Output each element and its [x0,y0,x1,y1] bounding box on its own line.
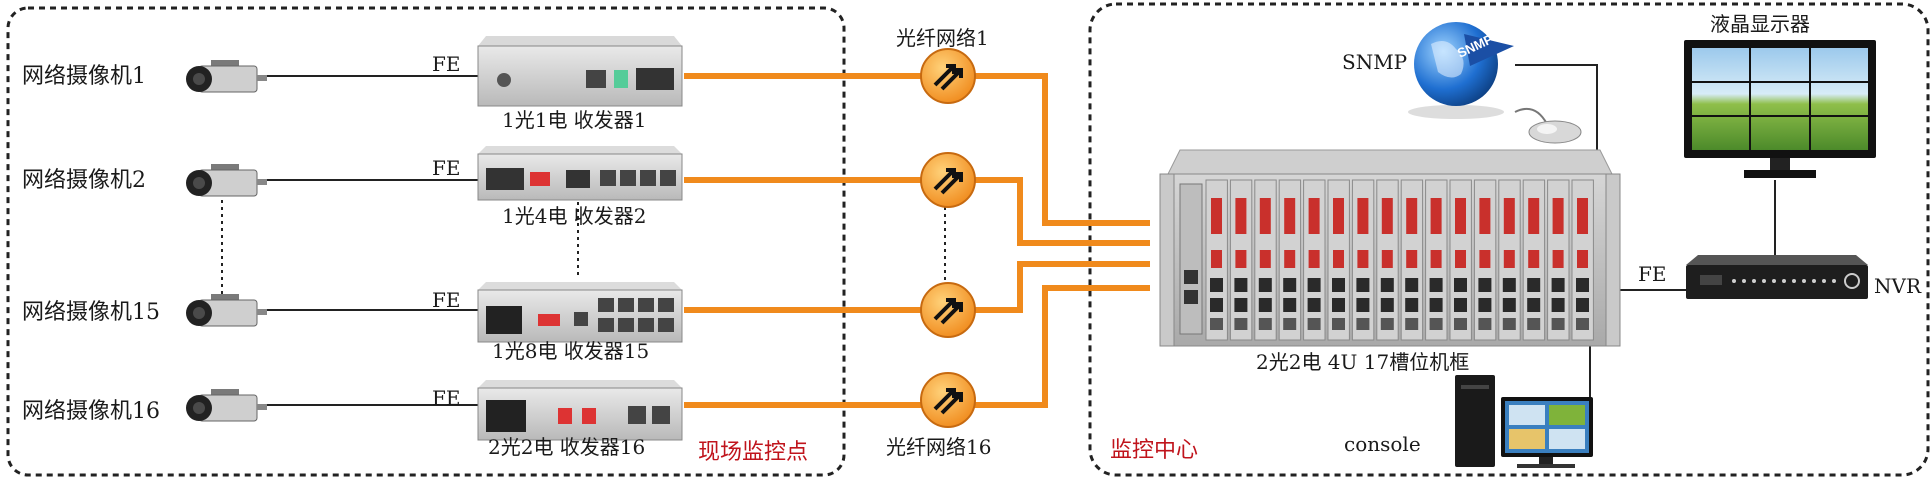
fiber-network-icon [920,48,976,104]
line-card-slot [1254,179,1277,341]
line-card-slot [1522,179,1546,341]
lcd-monitor-icon [1684,40,1876,178]
camera-icon [186,389,267,422]
fiber-network-top-label: 光纤网络1 [896,26,989,50]
fiber-link-15 [684,261,1150,313]
fiber-link-2 [684,177,1150,246]
rack-slots [1205,179,1594,341]
transceiver-2-device [477,146,683,201]
nvr-device [1686,255,1868,299]
fe-label: FE [432,288,461,312]
camera-label-16: 网络摄像机16 [22,399,160,424]
line-card-slot [1449,179,1472,341]
fiber-network-icon [920,282,976,338]
transceiver-16-device [477,380,683,441]
transceiver-label-1: 1光1电 收发器1 [502,108,647,132]
transceiver-1-device [477,36,683,107]
line-card-slot [1229,179,1253,341]
line-card-slot [1473,179,1497,341]
line-card-slot [1327,179,1350,341]
line-card-slot [1376,179,1399,341]
center-fe-label: FE [1638,262,1667,286]
line-card-slot [1205,179,1228,341]
center-zone-label: 监控中心 [1110,438,1199,463]
fe-label: FE [432,52,461,76]
camera-icon [186,294,267,327]
line-card-slot [1571,179,1594,341]
line-card-slot [1400,179,1424,341]
console-label: console [1344,432,1421,456]
lcd-label: 液晶显示器 [1710,12,1810,36]
fiber-links [684,73,1150,408]
fiber-network-icon [920,372,976,428]
transceiver-label-15: 1光8电 收发器15 [492,339,650,363]
center-zone-border [1088,2,1930,477]
snmp-label: SNMP [1342,50,1408,74]
nvr-label: NVR [1874,274,1922,298]
snmp-globe-icon: SNMP [1408,22,1514,119]
line-card-slot [1303,179,1326,341]
chassis-label: 2光2电 4U 17槽位机框 [1256,350,1470,374]
camera-label-15: 网络摄像机15 [22,300,160,325]
fiber-link-1 [684,73,1150,226]
fe-label: FE [432,156,461,180]
transceiver-15-device [477,282,683,343]
ellipsis-lines [221,200,946,295]
mouse-icon [1514,108,1582,144]
camera-label-1: 网络摄像机1 [22,64,146,89]
console-pc-icon [1455,375,1593,468]
fe-links [255,75,478,406]
transceiver-label-2: 1光4电 收发器2 [502,204,647,228]
line-card-slot [1425,179,1448,341]
camera-icon [186,60,267,93]
line-card-slot [1351,179,1375,341]
fe-label: FE [432,386,461,410]
transceiver-label-16: 2光2电 收发器16 [488,435,646,459]
line-card-slot [1278,179,1302,341]
line-card-slot [1498,179,1521,341]
fiber-network-icon [920,152,976,208]
fiber-link-16 [684,285,1150,408]
site-zone-border [6,6,846,477]
camera-label-2: 网络摄像机2 [22,168,146,193]
site-zone-label: 现场监控点 [698,440,809,465]
line-card-slot [1547,179,1570,341]
camera-icon [186,164,267,197]
fiber-network-bottom-label: 光纤网络16 [886,435,992,459]
